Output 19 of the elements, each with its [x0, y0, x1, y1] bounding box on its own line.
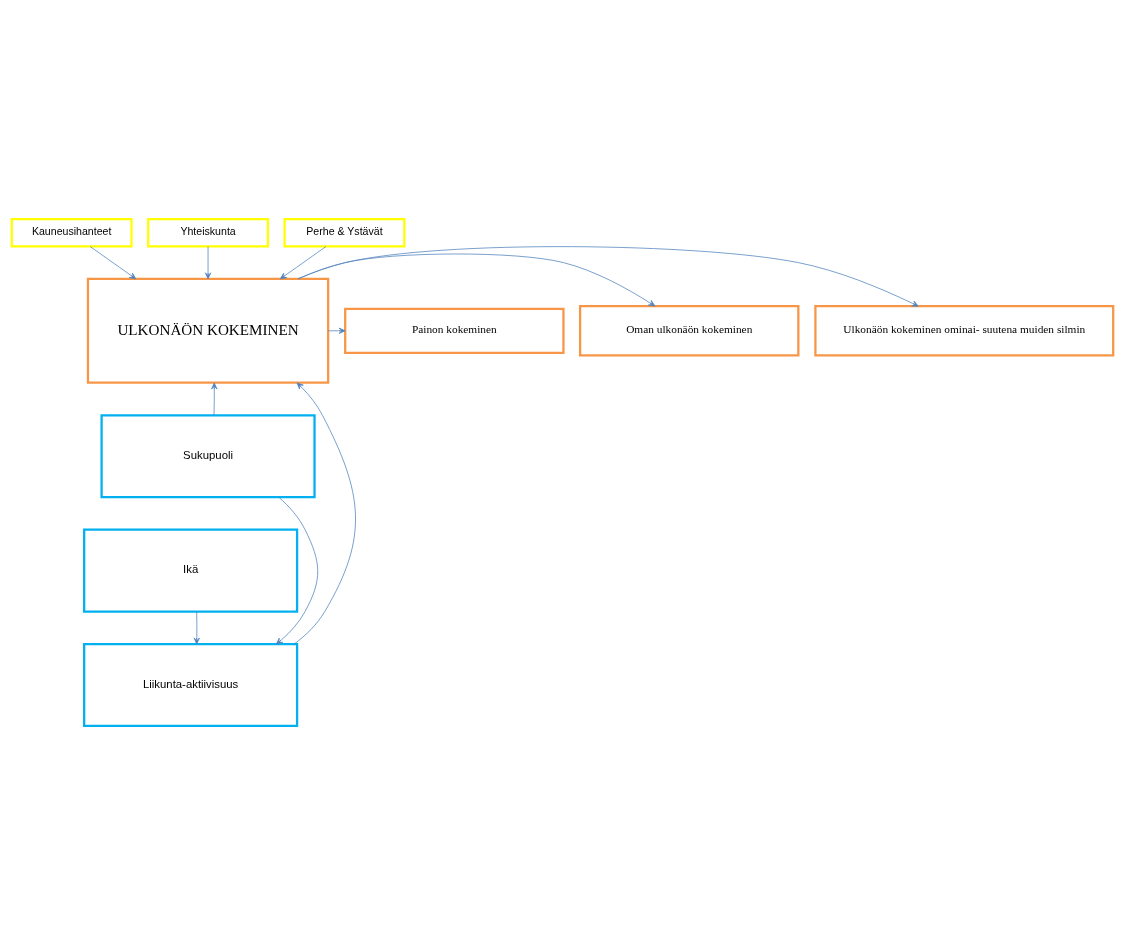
node-box: Yhteiskunta	[147, 217, 270, 247]
node-box: Perhe & Ystävät	[283, 217, 406, 247]
node-box: Ulkonäön kokeminen ominai- suutena muiden silmin	[814, 304, 1115, 357]
arrow	[327, 327, 346, 334]
arrow	[293, 382, 356, 644]
arrow	[297, 245, 919, 307]
arrow	[204, 245, 212, 279]
node-box: Kauneusihanteet	[10, 217, 133, 247]
arrow	[211, 382, 218, 416]
node-box: Painon kokeminen	[344, 307, 565, 354]
node-box: Liikunta-aktiivisuus	[83, 642, 299, 727]
arrow	[280, 245, 327, 279]
node-box: ULKONÄÖN KOKEMINEN	[86, 277, 330, 384]
arrow	[275, 496, 319, 644]
node-box: Ikä	[83, 528, 299, 613]
arrow	[193, 610, 200, 644]
arrow	[89, 245, 137, 279]
node-box: Sukupuoli	[100, 413, 316, 498]
node-box: Oman ulkonäön kokeminen	[579, 304, 800, 357]
